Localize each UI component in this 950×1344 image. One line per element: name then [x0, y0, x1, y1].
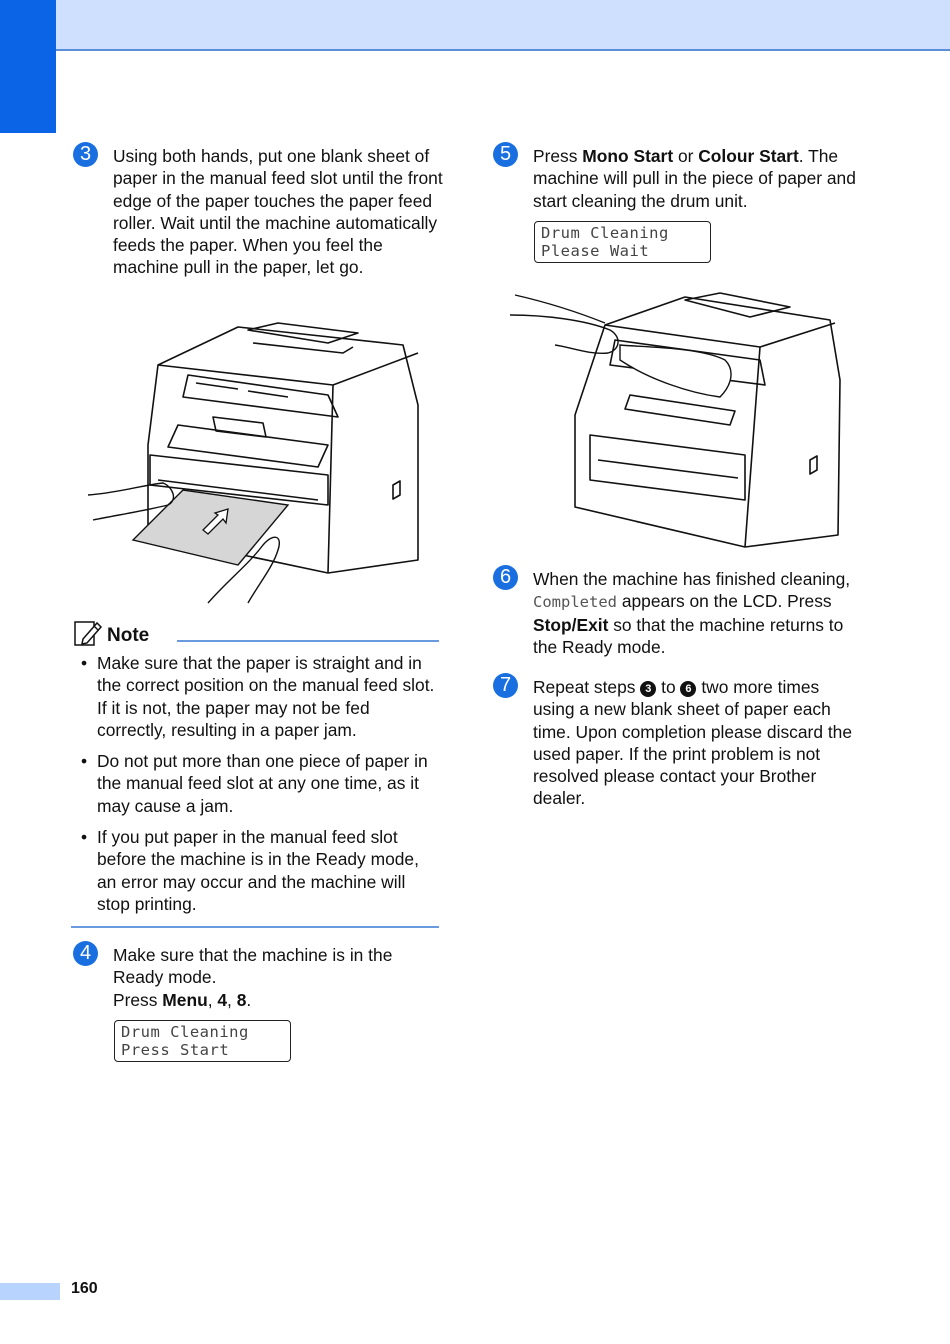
- completed-lcd-text: Completed: [533, 593, 617, 612]
- step-3-text: Using both hands, put one blank sheet of…: [113, 146, 443, 278]
- note-item: Do not put more than one piece of paper …: [79, 750, 441, 817]
- step-7-marker: 7: [493, 673, 518, 698]
- note-item: If you put paper in the manual feed slot…: [79, 826, 441, 915]
- note-rule: [177, 640, 439, 642]
- note-title: Note: [107, 625, 150, 646]
- step-6-marker: 6: [493, 565, 518, 590]
- note-bottom-rule: [71, 926, 439, 928]
- chapter-tab: [0, 0, 56, 133]
- note-item: Make sure that the paper is straight and…: [79, 652, 441, 741]
- step-ref-6-badge: 6: [680, 681, 697, 697]
- step-7-text: Repeat steps 3 to 6 two more times using…: [533, 677, 853, 809]
- step-5-text: Press Mono Start or Colour Start. The ma…: [533, 146, 856, 211]
- step-5-marker: 5: [493, 142, 518, 167]
- step-4-text: Make sure that the machine is in the Rea…: [113, 945, 393, 1010]
- mono-start-key: Mono Start: [582, 146, 674, 166]
- page-number: 160: [71, 1280, 98, 1297]
- lcd-display-press-start: Drum Cleaning Press Start: [114, 1020, 291, 1062]
- menu-key: Menu: [162, 989, 208, 1010]
- key-8: 8: [236, 989, 247, 1010]
- lcd-display-please-wait: Drum Cleaning Please Wait: [534, 221, 711, 263]
- step-ref-3-badge: 3: [640, 681, 657, 697]
- header-band: [0, 0, 950, 51]
- step-6-text: When the machine has finished cleaning, …: [533, 569, 851, 657]
- step-4-line1: Make sure that the machine is in the Rea…: [113, 945, 393, 988]
- step-4-marker: 4: [73, 941, 98, 966]
- printer-manual-feed-illustration: [88, 322, 419, 604]
- note-header: Note: [73, 619, 439, 649]
- key-4: 4: [217, 989, 228, 1010]
- note-pencil-icon: [74, 621, 103, 646]
- step-3-marker: 3: [73, 142, 98, 167]
- stop-exit-key: Stop/Exit: [533, 614, 609, 635]
- footer-bar: [0, 1283, 60, 1300]
- colour-start-key: Colour Start: [698, 146, 799, 166]
- printer-paper-feeding-illustration: [510, 292, 841, 548]
- note-list: Make sure that the paper is straight and…: [79, 652, 441, 924]
